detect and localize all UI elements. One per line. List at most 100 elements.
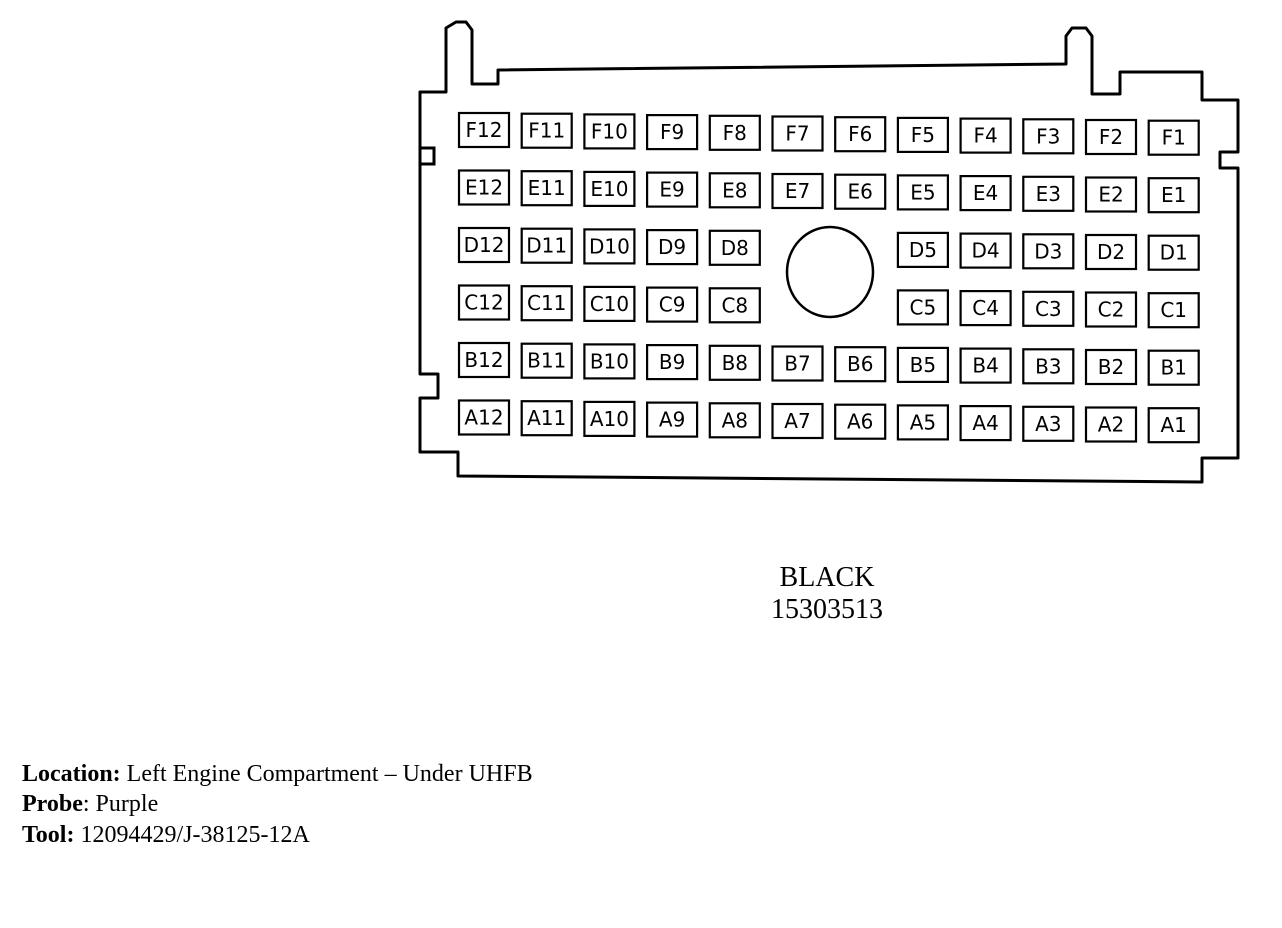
pin-cavity-box: [1084, 348, 1138, 386]
pin-label: F11: [528, 119, 565, 143]
pin-label: C11: [527, 291, 566, 315]
pin-c3: C3: [1022, 290, 1075, 327]
pin-label: A4: [972, 411, 998, 435]
pin-e4: E4: [959, 175, 1012, 212]
pin-f10: F10: [583, 113, 636, 150]
pin-label: B9: [659, 350, 685, 374]
pin-label: A10: [590, 407, 629, 431]
pin-d10: D10: [583, 228, 636, 265]
pin-b4: B4: [959, 347, 1012, 384]
pin-cavity-box: [583, 400, 636, 437]
pin-e9: E9: [645, 171, 699, 208]
pin-cavity-box: [959, 405, 1012, 442]
pin-cavity-box: [1147, 407, 1200, 444]
pin-label: B6: [847, 352, 873, 376]
pin-cavity-box: [1084, 176, 1138, 213]
pin-a1: A1: [1147, 407, 1200, 444]
pin-f8: F8: [708, 114, 761, 151]
pin-cavity-box: [520, 285, 573, 322]
pin-c5: C5: [896, 289, 950, 326]
pin-label: B7: [784, 352, 810, 376]
pin-label: D5: [909, 238, 937, 262]
pin-cavity-box: [1084, 233, 1138, 271]
pin-label: E5: [910, 180, 935, 204]
pin-label: C2: [1098, 298, 1125, 322]
pin-label: A6: [847, 410, 873, 434]
pin-b11: B11: [520, 342, 573, 379]
pin-label: B3: [1035, 354, 1061, 378]
pin-cavity-box: [1084, 291, 1138, 328]
pin-cavity-box: [1022, 233, 1075, 270]
pin-a10: A10: [583, 400, 636, 437]
pin-cavity-box: [583, 228, 636, 265]
pin-cavity-box: [959, 232, 1012, 269]
pin-e5: E5: [896, 174, 950, 211]
pin-label: F8: [723, 121, 747, 145]
tool-line: Tool: 12094429/J-38125-12A: [22, 820, 310, 850]
pin-label: F9: [660, 120, 684, 144]
pin-e11: E11: [520, 170, 573, 207]
pin-b10: B10: [583, 343, 636, 380]
pin-label: E10: [590, 177, 628, 201]
pin-label: A3: [1035, 412, 1061, 436]
pin-cavity-box: [896, 404, 950, 441]
pin-cavity-box: [771, 402, 824, 440]
pin-label: F5: [911, 123, 935, 147]
pin-label: E3: [1036, 182, 1061, 206]
pin-d8: D8: [708, 229, 761, 266]
pin-cavity-box: [457, 169, 511, 206]
pin-label: E6: [848, 180, 873, 204]
pin-c9: C9: [645, 286, 699, 323]
pin-c11: C11: [520, 285, 573, 322]
pin-e12: E12: [457, 169, 511, 206]
pin-f12: F12: [457, 111, 511, 149]
pin-label: A1: [1160, 413, 1186, 437]
pin-cavity-box: [959, 175, 1012, 212]
pin-b3: B3: [1022, 348, 1075, 385]
pin-label: A8: [722, 408, 748, 432]
pin-cavity-box: [896, 231, 950, 268]
pin-cavity-box: [1147, 234, 1200, 271]
pin-b1: B1: [1147, 349, 1200, 386]
pin-label: B1: [1160, 356, 1186, 380]
pin-label: B10: [590, 349, 629, 373]
pin-label: F4: [973, 124, 997, 148]
pin-c12: C12: [457, 284, 511, 321]
pin-a7: A7: [771, 402, 824, 440]
pin-label: E4: [973, 181, 998, 205]
pin-cavity-box: [1022, 348, 1075, 385]
connector-part-number: 15303513: [771, 594, 883, 625]
pin-cavity-box: [457, 284, 511, 321]
pin-f9: F9: [645, 113, 699, 151]
tool-value: 12094429/J-38125-12A: [80, 822, 310, 848]
pin-label: C10: [590, 292, 629, 316]
pin-cavity-box: [834, 116, 887, 153]
pin-cavity-box: [583, 113, 636, 150]
pin-f2: F2: [1084, 118, 1138, 156]
pin-b9: B9: [645, 344, 699, 381]
pin-label: A5: [910, 410, 936, 434]
pin-f5: F5: [896, 116, 950, 154]
pin-cavity-box: [1084, 406, 1138, 443]
pin-label: D9: [658, 235, 686, 259]
pin-e1: E1: [1147, 177, 1200, 214]
pin-a4: A4: [959, 405, 1012, 442]
pin-cavity-box: [1022, 175, 1075, 212]
pin-label: E12: [465, 176, 503, 200]
pin-a6: A6: [834, 403, 887, 440]
pin-label: B5: [910, 353, 936, 377]
pin-cavity-box: [896, 346, 950, 383]
pin-cavity-box: [771, 115, 824, 152]
pin-cavity-box: [1147, 292, 1200, 329]
pin-cavity-box: [834, 403, 887, 440]
pin-label: E1: [1161, 183, 1186, 207]
pin-cavity-box: [708, 402, 761, 439]
pin-label: D12: [464, 233, 505, 257]
pin-cavity-box: [1084, 118, 1138, 156]
pin-label: C5: [910, 295, 937, 319]
pin-f11: F11: [520, 112, 573, 149]
pin-cavity-box: [959, 347, 1012, 384]
probe-value: : Purple: [82, 791, 159, 817]
pin-label: D10: [589, 234, 630, 258]
